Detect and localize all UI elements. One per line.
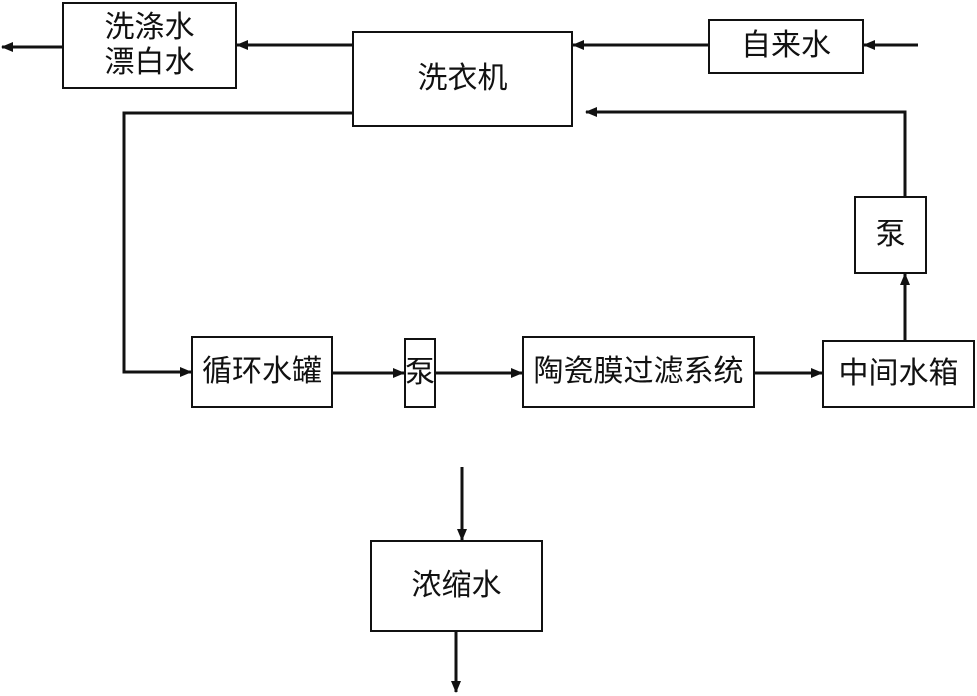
top-pump-label: 泵 (875, 216, 906, 252)
middle-pump-box: 泵 (404, 338, 436, 408)
washing-machine-box: 洗衣机 (352, 31, 573, 127)
arrow-machine-to-circtank (122, 111, 352, 377)
middle-pump-label: 泵 (405, 354, 435, 390)
tap-water-label: 自来水 (741, 28, 831, 64)
wash-water-box: 洗涤水 漂白水 (62, 2, 237, 89)
tap-water-box: 自来水 (708, 19, 864, 74)
circulation-tank-box: 循环水罐 (191, 336, 333, 408)
concentrate-label: 浓缩水 (411, 567, 502, 603)
wash-water-label-line1: 洗涤水 (104, 10, 195, 45)
ceramic-filter-box: 陶瓷膜过滤系统 (522, 336, 755, 408)
circulation-tank-label: 循环水罐 (202, 353, 322, 389)
intermediate-tank-label: 中间水箱 (838, 355, 959, 391)
top-pump-box: 泵 (854, 196, 927, 274)
concentrate-box: 浓缩水 (370, 540, 543, 632)
wash-water-label-line2: 漂白水 (104, 44, 195, 80)
arrow-pump-to-machine (585, 107, 907, 196)
washing-machine-label: 洗衣机 (417, 60, 508, 96)
intermediate-tank-box: 中间水箱 (822, 340, 975, 408)
ceramic-filter-label: 陶瓷膜过滤系统 (533, 353, 744, 389)
